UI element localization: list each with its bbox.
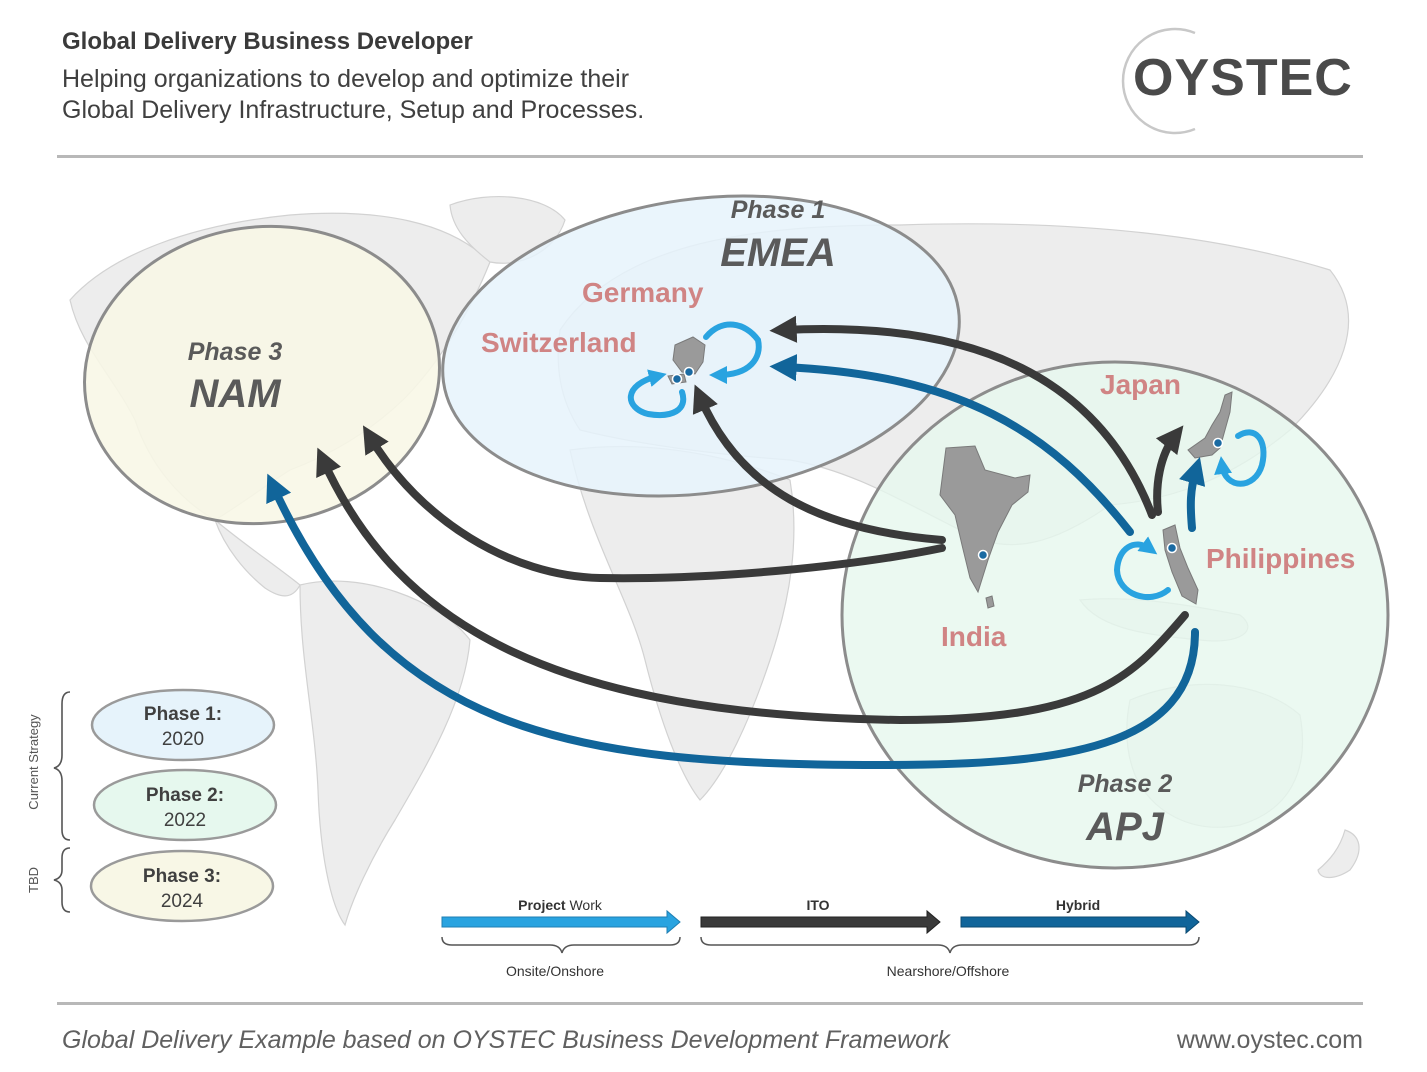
germany-label: Germany: [582, 277, 704, 308]
philippines-label: Philippines: [1206, 543, 1355, 574]
phase3-badge-year: 2024: [161, 891, 204, 912]
subtitle-line-1: Helping organizations to develop and opt…: [62, 65, 630, 93]
india-label: India: [941, 621, 1007, 652]
page-subtitle: Helping organizations to develop and opt…: [62, 64, 782, 126]
hybrid-arrow-to-emea: [769, 354, 1134, 536]
logo-text: OYSTEC: [1133, 49, 1353, 107]
page-title: Global Delivery Business Developer: [62, 28, 473, 55]
current-strategy-label: Current Strategy: [26, 714, 41, 810]
legend-hybrid-arrow: [960, 909, 1200, 935]
germany-shape: [672, 336, 706, 375]
new-zealand-landmass: [1317, 829, 1360, 879]
ito-arrow-india-to-emea: [692, 384, 946, 544]
footer-caption: Global Delivery Example based on OYSTEC …: [62, 1026, 950, 1054]
ito-arrow-philippines-to-japan: [1153, 425, 1184, 516]
tbd-label: TBD: [26, 867, 41, 893]
oystec-logo: [1121, 27, 1196, 135]
legend-hybrid-label: Hybrid: [1056, 897, 1100, 913]
phase3-badge-label: Phase 3:: [143, 866, 221, 887]
hybrid-arrow-to-nam: [266, 473, 1199, 770]
japan-dot: [1212, 437, 1224, 449]
ito-arrow-philippines-to-emea: [769, 315, 1156, 519]
legend-ito-label: ITO: [806, 897, 829, 913]
hybrid-arrow-to-japan: [1179, 456, 1206, 532]
emea-phase-label: Phase 1: [731, 196, 826, 224]
project-loop-philippines: [1113, 536, 1171, 601]
project-loop-germany-1: [703, 321, 762, 384]
phase1-badge: [90, 688, 276, 762]
footer-divider: [57, 1002, 1363, 1005]
region-nam-ellipse: [83, 224, 441, 526]
tbd-brace: [53, 847, 71, 913]
india-shape: [939, 445, 1031, 594]
germany-dot: [683, 366, 695, 378]
nam-region-label: NAM: [189, 372, 282, 416]
ito-arrow-apj-to-nam: [316, 447, 1189, 725]
india-dot: [977, 549, 989, 561]
ito-arrow-india-to-nam: [362, 425, 946, 583]
apj-phase-label: Phase 2: [1078, 770, 1173, 798]
subtitle-line-2: Global Delivery Infrastructure, Setup an…: [62, 96, 645, 124]
switzerland-label: Switzerland: [481, 327, 637, 358]
phase3-badge: [89, 849, 275, 923]
project-loop-japan: [1214, 429, 1267, 487]
legend-project-arrow: [441, 909, 681, 935]
nam-phase-label: Phase 3: [188, 338, 283, 366]
apj-region-label: APJ: [1085, 805, 1165, 849]
project-loop-germany-2: [627, 369, 687, 418]
legend-nearshore-label: Nearshore/Offshore: [887, 963, 1010, 979]
switzerland-dot: [671, 373, 683, 385]
onsite-brace: [441, 936, 681, 954]
current-strategy-brace: [53, 691, 71, 841]
legend-onsite-label: Onsite/Onshore: [506, 963, 604, 979]
nearshore-brace: [700, 936, 1200, 954]
legend-project-label: Project Work: [518, 897, 603, 913]
sri-lanka-shape: [985, 595, 995, 609]
south-america-landmass: [299, 580, 471, 927]
philippines-dot: [1166, 542, 1178, 554]
phase2-badge-label: Phase 2:: [146, 785, 224, 806]
legend: Project Work ITO Hybrid Onsite/Onshore N…: [441, 897, 1200, 979]
phase1-badge-year: 2020: [162, 729, 204, 750]
japan-label: Japan: [1100, 369, 1181, 400]
phase2-badge: [92, 768, 278, 842]
central-america-landmass: [213, 518, 301, 597]
footer-url[interactable]: www.oystec.com: [1176, 1026, 1363, 1054]
strategy-panel: Current Strategy TBD Phase 1: 2020 Phase…: [26, 688, 278, 923]
header-divider: [57, 155, 1363, 158]
emea-region-label: EMEA: [720, 231, 836, 275]
phase2-badge-year: 2022: [164, 810, 206, 831]
phase1-badge-label: Phase 1:: [144, 704, 222, 725]
legend-ito-arrow: [700, 909, 941, 935]
